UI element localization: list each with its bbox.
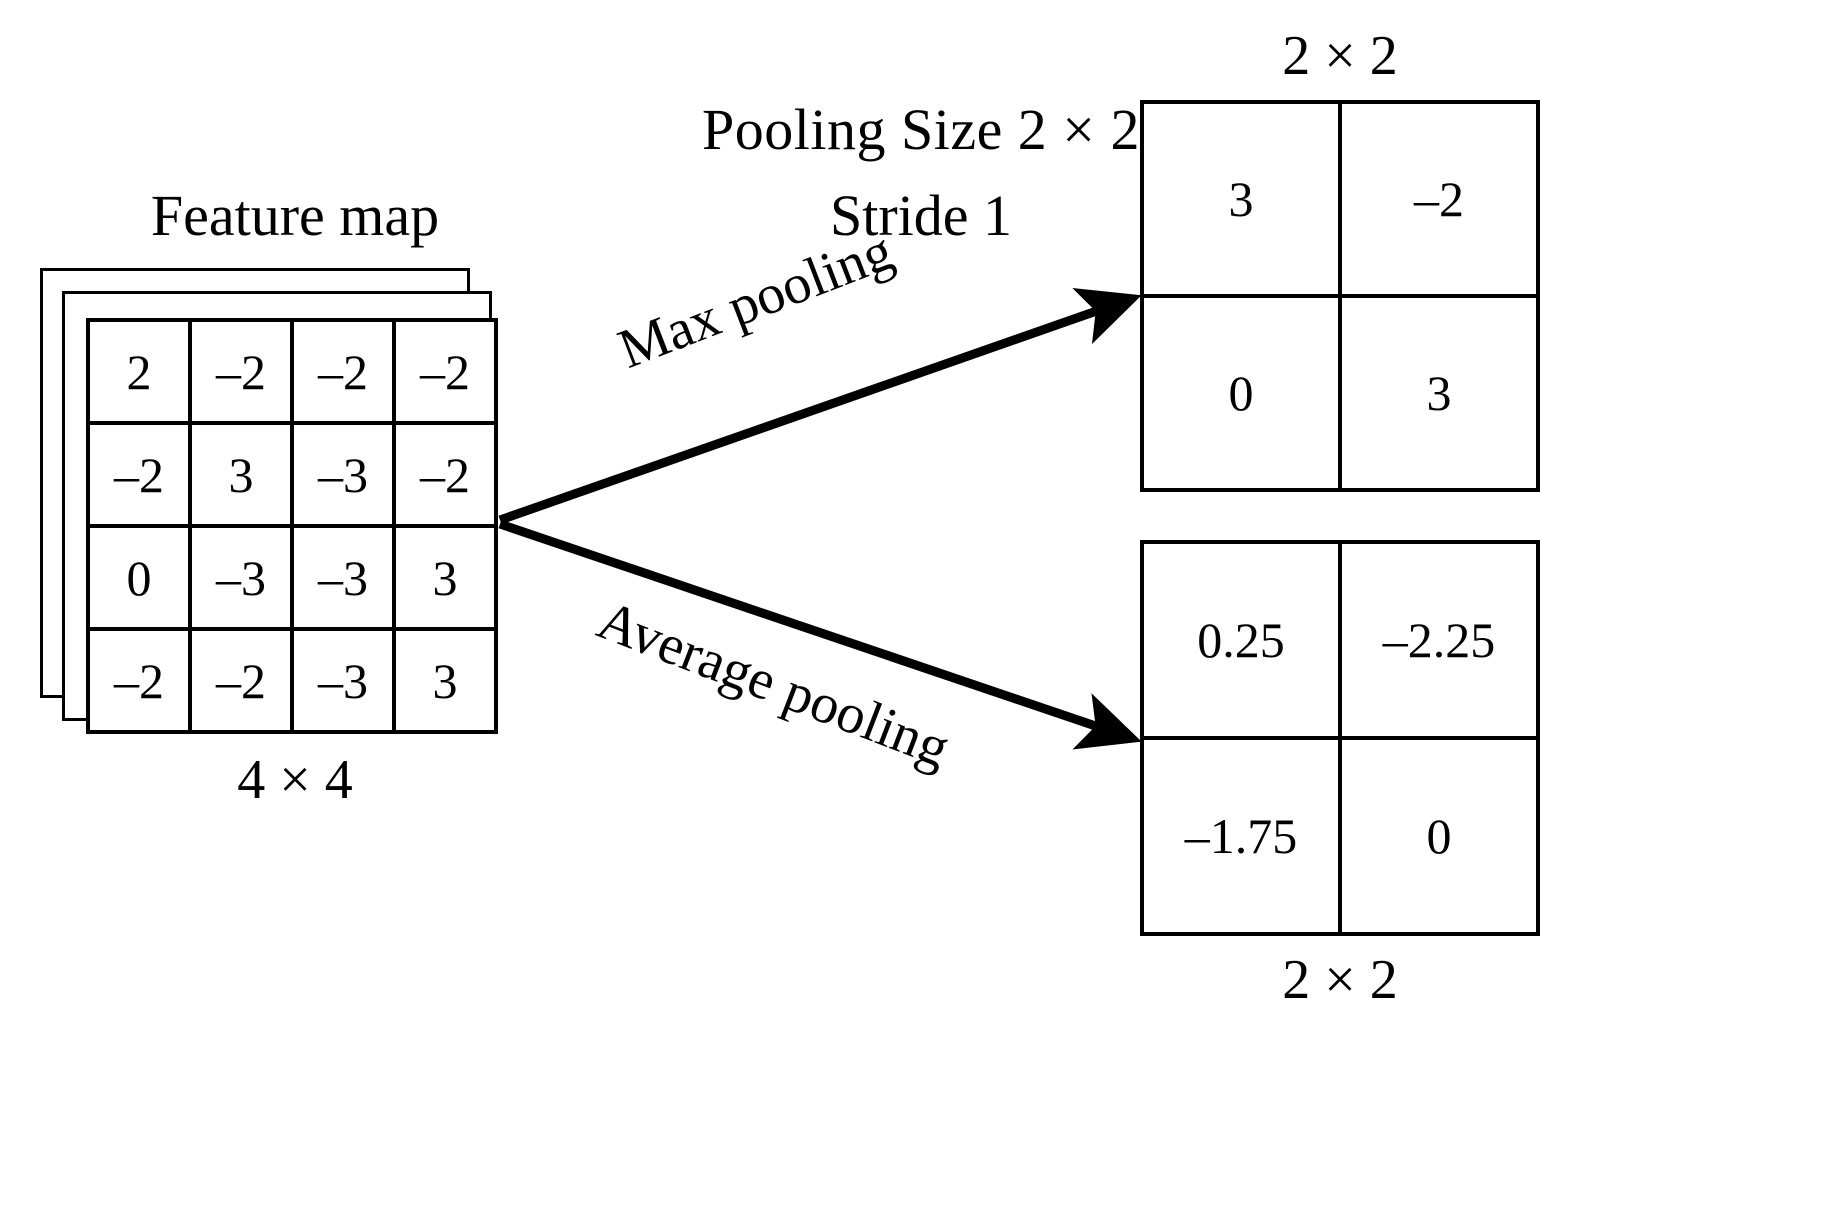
feature-map-cell: 3	[192, 425, 294, 528]
feature-map-grid: 2 –2 –2 –2 –2 3 –3 –2 0 –3 –3 3 –2 –2 –3…	[86, 318, 498, 734]
max-output-dimensions-label: 2 × 2	[1282, 25, 1398, 87]
feature-map-cell: –3	[192, 528, 294, 631]
max-pooling-output-matrix: 3 –2 0 3	[1140, 100, 1540, 492]
feature-map-cell: 3	[396, 528, 498, 631]
average-output-cell: 0.25	[1144, 544, 1342, 740]
average-pooling-arrow-label: Average pooling	[589, 588, 958, 780]
feature-map-cell: –2	[396, 322, 498, 425]
feature-map-stack: 2 –2 –2 –2 –2 3 –3 –2 0 –3 –3 3 –2 –2 –3…	[40, 268, 510, 748]
feature-map-cell: –2	[90, 631, 192, 734]
feature-map-cell: –3	[294, 425, 396, 528]
feature-map-cell: 2	[90, 322, 192, 425]
feature-map-cell: –2	[396, 425, 498, 528]
feature-map-cell: –2	[294, 322, 396, 425]
feature-map-cell: –2	[192, 631, 294, 734]
average-output-cell: –2.25	[1342, 544, 1540, 740]
max-pooling-arrow	[498, 288, 1142, 525]
feature-map-cell: –2	[192, 322, 294, 425]
feature-map-cell: –2	[90, 425, 192, 528]
feature-map-cell: 0	[90, 528, 192, 631]
feature-map-cell: –3	[294, 631, 396, 734]
max-output-cell: 0	[1144, 298, 1342, 492]
average-output-dimensions-label: 2 × 2	[1282, 949, 1398, 1011]
pooling-size-caption: Pooling Size 2 × 2	[701, 97, 1141, 162]
max-output-cell: 3	[1342, 298, 1540, 492]
feature-map-dimensions-label: 4 × 4	[237, 749, 353, 811]
average-pooling-output-matrix: 0.25 –2.25 –1.75 0	[1140, 540, 1540, 936]
average-output-cell: –1.75	[1144, 740, 1342, 936]
max-output-cell: 3	[1144, 104, 1342, 298]
feature-map-cell: 3	[396, 631, 498, 734]
max-output-cell: –2	[1342, 104, 1540, 298]
feature-map-cell: –3	[294, 528, 396, 631]
average-output-cell: 0	[1342, 740, 1540, 936]
feature-map-title: Feature map	[150, 183, 440, 248]
stride-caption: Stride 1	[829, 183, 1013, 248]
